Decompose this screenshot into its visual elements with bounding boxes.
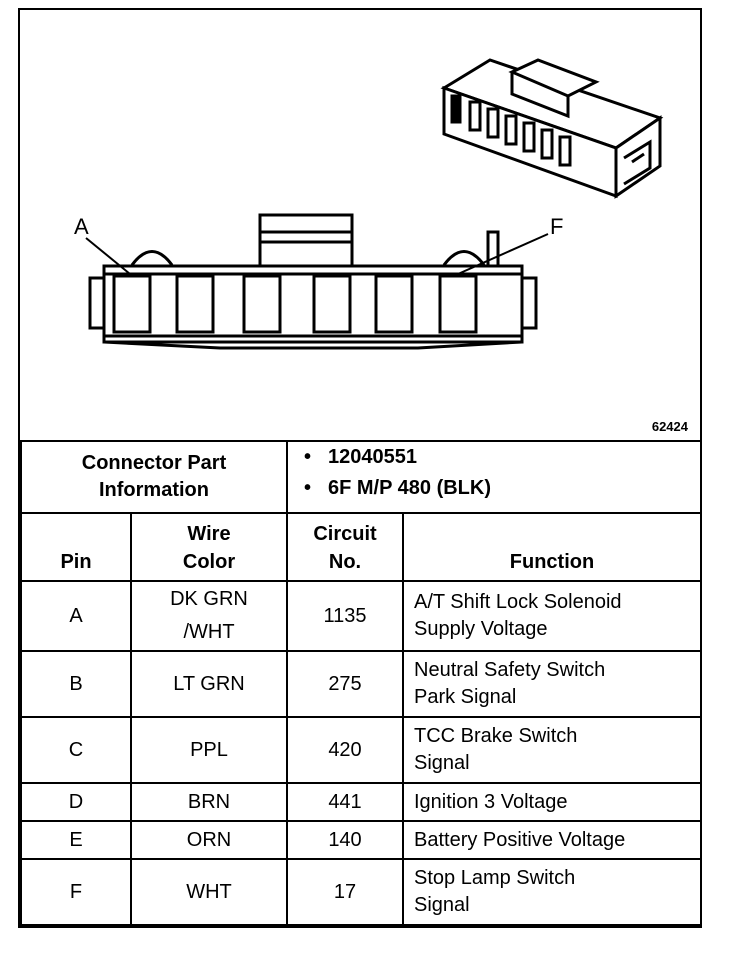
- connector-3d-view: [440, 58, 664, 199]
- circuit-cell-line: 275: [328, 672, 362, 695]
- circuit-cell: 1135: [286, 580, 404, 652]
- connector-table: Connector Part Information 12040551 6F M…: [20, 440, 702, 926]
- pin-cell-line: A: [69, 604, 83, 627]
- function-cell-line: Park Signal: [414, 686, 517, 708]
- function-cell-line: Signal: [414, 894, 470, 916]
- circuit-cell: 420: [286, 716, 404, 784]
- callout-a: A: [74, 214, 89, 239]
- wire-color-cell: WHT: [130, 858, 288, 926]
- function-cell-line: Neutral Safety Switch: [414, 659, 606, 681]
- pin-cell-line: E: [69, 828, 83, 851]
- connector-document: A F 62424 Connector Part Information 120…: [18, 8, 702, 928]
- callout-f: F: [550, 214, 564, 239]
- wire-color-cell-line: ORN: [186, 828, 232, 851]
- pin-cell-line: B: [69, 672, 83, 695]
- circuit-cell: 275: [286, 650, 404, 718]
- connector-front-view: [85, 213, 549, 350]
- table-row: D BRN 441 Ignition 3 Voltage: [20, 782, 702, 822]
- function-cell-line: Stop Lamp Switch: [414, 867, 576, 889]
- circuit-cell-line: 140: [328, 828, 362, 851]
- header-function: Function: [402, 512, 702, 582]
- wire-color-cell-line: /WHT: [183, 621, 235, 643]
- connector-description: 6F M/P 480 (BLK): [304, 473, 700, 504]
- function-cell: Ignition 3 Voltage: [402, 782, 702, 822]
- wire-color-cell-line: WHT: [186, 880, 232, 903]
- connector-info-row: Connector Part Information 12040551 6F M…: [20, 440, 702, 514]
- pin-cell: E: [20, 820, 132, 860]
- pin-cell: C: [20, 716, 132, 784]
- header-circuit-no: Circuit No.: [286, 512, 404, 582]
- circuit-cell-line: 420: [328, 738, 362, 761]
- circuit-cell: 17: [286, 858, 404, 926]
- part-number: 12040551: [304, 442, 700, 473]
- wire-color-cell-line: PPL: [190, 738, 228, 761]
- header-pin: Pin: [20, 512, 132, 582]
- function-cell-line: A/T Shift Lock Solenoid: [414, 591, 622, 613]
- connector-drawing: [85, 58, 664, 350]
- connector-info-values: 12040551 6F M/P 480 (BLK): [286, 440, 702, 514]
- function-cell-line: Ignition 3 Voltage: [414, 790, 568, 813]
- wire-color-cell: ORN: [130, 820, 288, 860]
- pin-cell: D: [20, 782, 132, 822]
- wire-color-cell: BRN: [130, 782, 288, 822]
- connector-illustration: A F 62424: [20, 10, 700, 440]
- wire-color-cell: PPL: [130, 716, 288, 784]
- wire-color-cell-line: DK GRN: [170, 588, 248, 610]
- function-cell-line: Battery Positive Voltage: [414, 828, 626, 851]
- wire-color-cell: LT GRN: [130, 650, 288, 718]
- table-row: E ORN 140 Battery Positive Voltage: [20, 820, 702, 860]
- figure-number: 62424: [651, 419, 688, 434]
- wire-color-cell-line: LT GRN: [173, 672, 245, 695]
- circuit-cell-line: 17: [333, 880, 357, 903]
- circuit-cell: 140: [286, 820, 404, 860]
- wire-color-cell-line: BRN: [187, 790, 231, 813]
- pin-cell-line: F: [69, 880, 83, 903]
- circuit-cell: 441: [286, 782, 404, 822]
- circuit-cell-line: 441: [328, 790, 362, 813]
- wire-color-cell: DK GRN/WHT: [130, 580, 288, 652]
- header-wire-color: Wire Color: [130, 512, 288, 582]
- function-cell: Battery Positive Voltage: [402, 820, 702, 860]
- pin-cell-line: D: [68, 790, 84, 813]
- function-cell-line: TCC Brake Switch: [414, 725, 578, 747]
- function-cell-line: Signal: [414, 752, 470, 774]
- pin-cell: F: [20, 858, 132, 926]
- pin-cell-line: C: [68, 738, 84, 761]
- connector-info-label: Connector Part Information: [20, 440, 288, 514]
- table-header-row: Pin Wire Color Circuit No. Function: [20, 512, 702, 582]
- circuit-cell-line: 1135: [323, 604, 367, 627]
- function-cell-line: Supply Voltage: [414, 618, 548, 640]
- pin-cell: B: [20, 650, 132, 718]
- pin-cell: A: [20, 580, 132, 652]
